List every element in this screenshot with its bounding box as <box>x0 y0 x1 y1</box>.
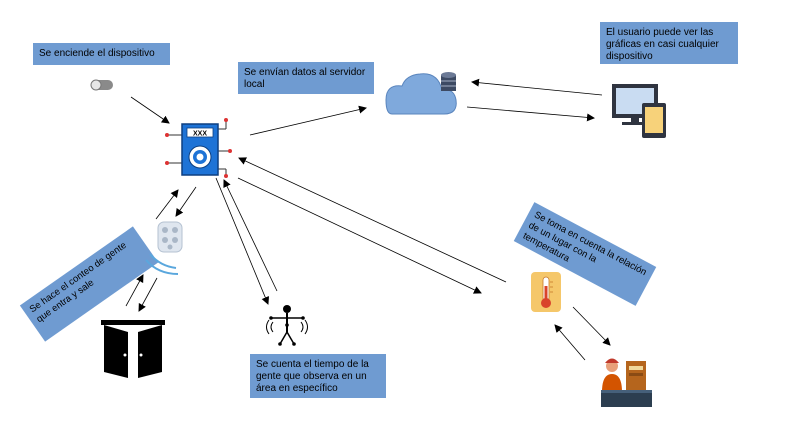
thermometer-icon <box>531 272 561 312</box>
toggle-switch-icon <box>90 79 113 91</box>
monitor-tablet-icon <box>612 84 666 138</box>
database-icon <box>441 72 456 91</box>
label-send-data: Se envían datos al servidor local <box>238 62 374 94</box>
cloud-server-icon <box>385 73 457 115</box>
label-time-watch: Se cuenta el tiempo de la gente que obse… <box>250 354 386 398</box>
device-icon: XXX <box>165 118 232 178</box>
worker-counter-icon <box>601 358 652 407</box>
connector-arrows <box>125 78 611 361</box>
counter-sensor-icon <box>145 221 183 275</box>
label-user-view: El usuario puede ver las gráficas en cas… <box>600 22 738 64</box>
person-sensor-icon <box>266 305 308 346</box>
device-screen-text: XXX <box>193 131 207 138</box>
label-device-on: Se enciende el dispositivo <box>33 43 170 65</box>
door-icon <box>101 320 165 378</box>
